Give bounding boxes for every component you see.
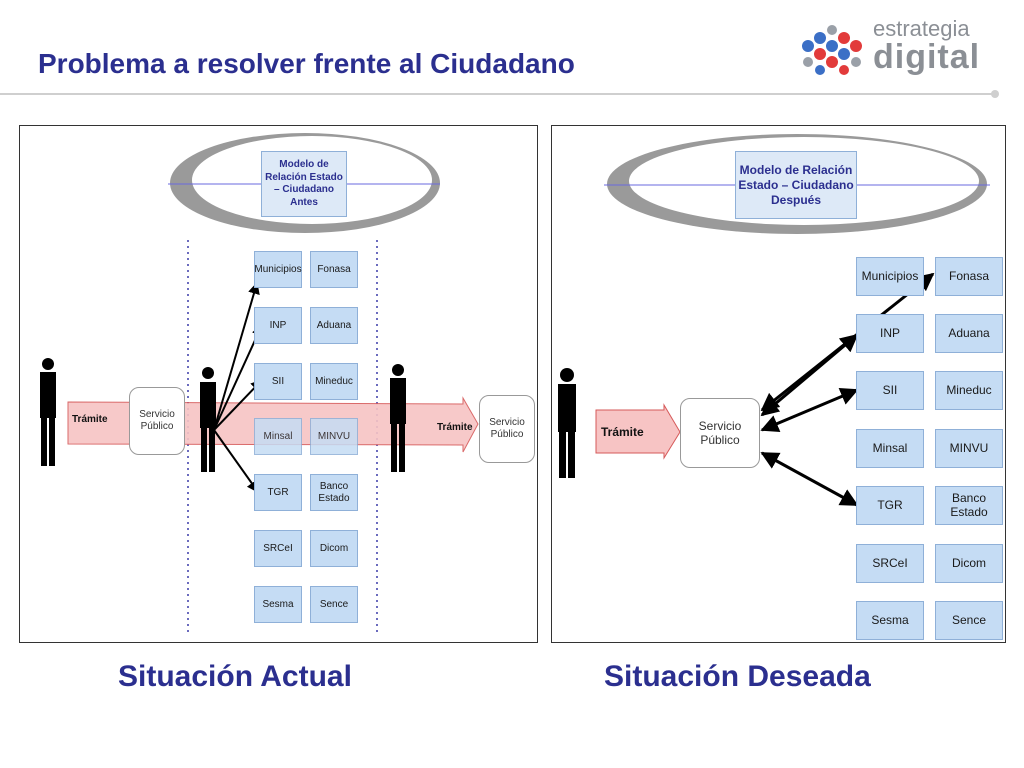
person-icon [390,364,406,472]
left-box-dicom: Dicom [310,530,358,567]
left-box-aduana: Aduana [310,307,358,344]
left-box-sence: Sence [310,586,358,623]
estrategia-digital-logo [802,25,862,75]
left-box-inp: INP [254,307,302,344]
title-divider [0,93,994,95]
person-icon [40,358,56,466]
right-service-box: Servicio Público [680,398,760,468]
right-tramite-label: Trámite [601,425,644,439]
logo-text-digital: digital [873,38,981,76]
left-box-tgr: TGR [254,474,302,511]
left-model-label: Modelo de Relación Estado – Ciudadano An… [261,151,347,217]
right-box-dicom: Dicom [935,544,1003,583]
right-model-label: Modelo de Relación Estado – Ciudadano De… [735,151,857,219]
right-box-sii: SII [856,371,924,410]
caption-situacion-actual: Situación Actual [118,660,352,693]
left-service-box-right: Servicio Público [479,395,535,463]
right-box-tgr: TGR [856,486,924,525]
right-box-minvu: MINVU [935,429,1003,468]
right-box-srcei: SRCeI [856,544,924,583]
right-box-mineduc: Mineduc [935,371,1003,410]
left-service-box: Servicio Público [129,387,185,455]
left-tramite-label-right: Trámite [437,422,473,433]
left-box-mineduc: Mineduc [310,363,358,400]
divider-dot-icon [991,90,999,98]
right-box-municipios: Municipios [856,257,924,296]
left-box-minvu: MINVU [310,418,358,455]
logo-dots-icon [802,25,862,75]
person-icon [200,367,216,472]
right-box-inp: INP [856,314,924,353]
right-box-sesma: Sesma [856,601,924,640]
slide-title: Problema a resolver frente al Ciudadano [38,48,575,79]
left-box-sesma: Sesma [254,586,302,623]
right-box-minsal: Minsal [856,429,924,468]
left-box-minsal: Minsal [254,418,302,455]
left-tramite-label: Trámite [72,414,108,425]
left-box-fonasa: Fonasa [310,251,358,288]
right-tramite-arrow [595,403,681,460]
left-box-sii: SII [254,363,302,400]
right-box-fonasa: Fonasa [935,257,1003,296]
right-box-aduana: Aduana [935,314,1003,353]
right-arrows [760,272,935,507]
left-box-municipios: Municipios [254,251,302,288]
left-box-banco-estado: Banco Estado [310,474,358,511]
right-box-banco-estado: Banco Estado [935,486,1003,525]
left-box-srcei: SRCeI [254,530,302,567]
caption-situacion-deseada: Situación Deseada [604,660,871,693]
logo-text-estrategia: estrategia [873,16,970,41]
person-icon [558,368,576,478]
right-box-sence: Sence [935,601,1003,640]
